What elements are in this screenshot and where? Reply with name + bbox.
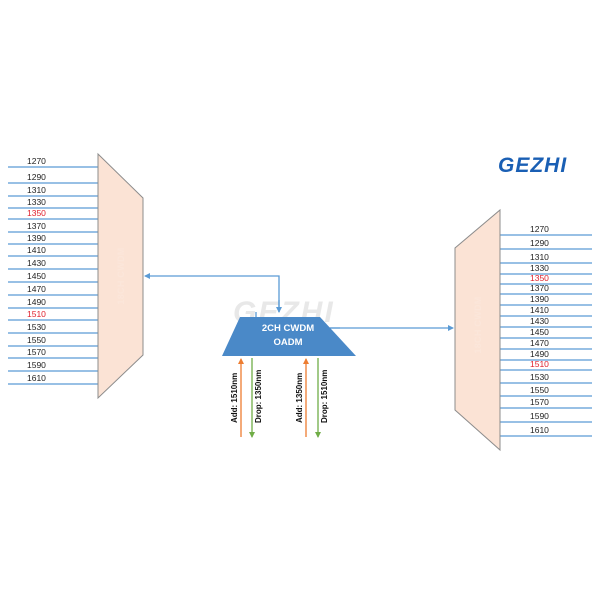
channel-label: 1350 <box>27 208 46 218</box>
channel-label: 1370 <box>530 283 549 293</box>
channel-label: 1390 <box>27 233 46 243</box>
channel-label: 1330 <box>530 263 549 273</box>
channel-label: 1270 <box>27 156 46 166</box>
channel-label: 1350 <box>530 273 549 283</box>
channel-label: 1510 <box>27 309 46 319</box>
left-mux-label: 18CH CWDM <box>116 247 126 304</box>
channel-label: 1410 <box>27 245 46 255</box>
right-mux: 18CH CWDM <box>454 208 501 452</box>
right-mux-shape <box>454 208 501 452</box>
left-mux: 18CH CWDM <box>97 152 144 400</box>
add-port-label: Add: 1510nm <box>230 373 239 423</box>
channel-label: 1510 <box>530 359 549 369</box>
channel-label: 1410 <box>530 305 549 315</box>
oadm-block: 2CH CWDM OADM <box>222 312 356 356</box>
channel-label: 1570 <box>530 397 549 407</box>
channel-label: 1290 <box>27 172 46 182</box>
channel-label: 1550 <box>27 335 46 345</box>
drop-port-label: Drop: 1350nm <box>254 370 263 423</box>
gezhi-logo: GEZHI <box>498 154 567 177</box>
channel-label: 1270 <box>530 224 549 234</box>
channel-label: 1430 <box>530 316 549 326</box>
channel-label: 1590 <box>530 411 549 421</box>
channel-label: 1550 <box>530 385 549 395</box>
channel-label: 1330 <box>27 197 46 207</box>
channel-label: 1470 <box>27 284 46 294</box>
oadm-title-line2: OADM <box>273 337 302 348</box>
channel-label: 1450 <box>530 327 549 337</box>
channel-label: 1370 <box>27 221 46 231</box>
add-port-label: Add: 1350nm <box>295 373 304 423</box>
channel-label: 1310 <box>530 252 549 262</box>
channel-label: 1530 <box>27 322 46 332</box>
channel-label: 1390 <box>530 294 549 304</box>
add-drop-ports: Add: 1510nm Drop: 1350nm Add: 1350nm Drop: … <box>230 358 329 438</box>
channel-label: 1610 <box>530 425 549 435</box>
channel-label: 1310 <box>27 185 46 195</box>
left-mux-shape <box>97 152 144 400</box>
drop-port-label: Drop: 1510nm <box>320 370 329 423</box>
channel-label: 1490 <box>27 297 46 307</box>
channel-label: 1290 <box>530 238 549 248</box>
channel-label: 1490 <box>530 349 549 359</box>
channel-label: 1450 <box>27 271 46 281</box>
oadm-shape <box>222 317 356 356</box>
channel-label: 1590 <box>27 360 46 370</box>
oadm-title-line1: 2CH CWDM <box>262 323 314 334</box>
channel-label: 1610 <box>27 373 46 383</box>
channel-label: 1530 <box>530 372 549 382</box>
channel-label: 1570 <box>27 347 46 357</box>
right-mux-label: 18CH CWDM <box>473 296 483 353</box>
right-channel-list: 1270 1290 13101330135013701390141014301450… <box>500 224 592 437</box>
channel-label: 1430 <box>27 258 46 268</box>
channel-label: 1470 <box>530 338 549 348</box>
